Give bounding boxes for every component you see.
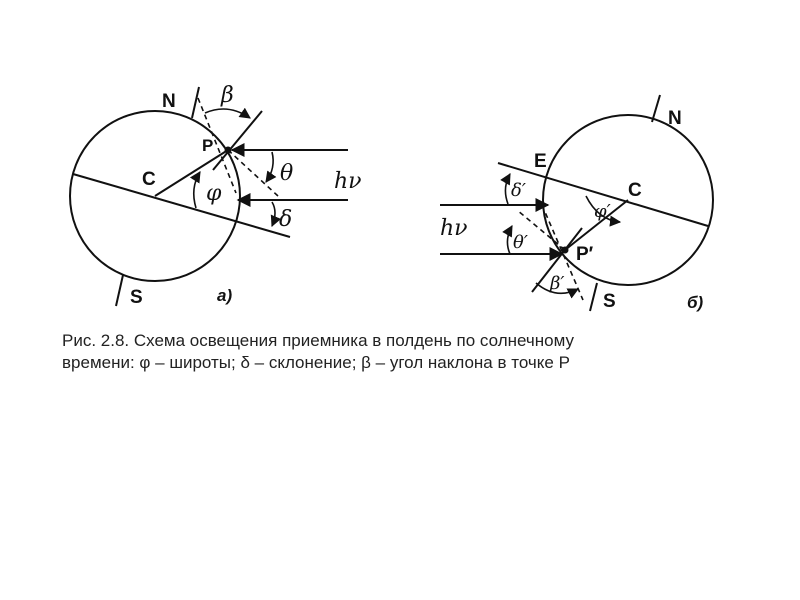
axis-tick-n-a (191, 86, 200, 119)
label-p-b: P′ (576, 244, 594, 265)
label-n-a: N (162, 91, 176, 112)
delta-arc-a (270, 201, 282, 228)
label-n-b: N (668, 108, 682, 129)
label-e-b: E (534, 151, 547, 172)
figure-caption: Рис. 2.8. Схема освещения приемника в по… (62, 330, 762, 374)
beta-arc-a (204, 107, 251, 119)
dashed-normal-b (516, 209, 566, 251)
label-delta-a: δ (279, 207, 292, 232)
label-delta-b: δ′ (511, 180, 526, 201)
panel-label-a: а) (217, 286, 232, 305)
axis-tick-s-b (589, 282, 598, 312)
label-phi-b: φ′ (594, 201, 611, 222)
diagram-b (440, 94, 714, 312)
label-beta-a: β (220, 83, 234, 108)
receiver-plane-a (212, 110, 263, 171)
label-beta-b: β′ (549, 273, 565, 294)
label-theta-b: θ′ (513, 232, 528, 253)
theta-arc-a (265, 151, 277, 183)
phi-arc-b (585, 195, 622, 227)
caption-line-2: времени: φ – широты; δ – склонение; β – … (62, 353, 570, 372)
label-c-a: C (142, 169, 156, 190)
panel-label-b: б) (687, 293, 704, 312)
label-p-a: P (202, 136, 213, 155)
beta-arc-b (535, 282, 580, 299)
diagram-a (69, 86, 348, 307)
equator-line-b (497, 162, 709, 227)
label-hv-b: hν (440, 216, 468, 241)
label-c-b: C (628, 180, 642, 201)
theta-arc-b (502, 225, 513, 255)
axis-tick-s-a (115, 274, 124, 307)
equator-line-a (72, 173, 291, 238)
radius-cp-b (564, 199, 629, 251)
label-hv-a: hν (334, 169, 362, 194)
axis-tick-n-b (651, 94, 661, 123)
label-theta-a: θ (280, 161, 293, 186)
point-p-dot-b (561, 246, 569, 254)
point-p-dot-a (224, 146, 232, 154)
label-s-a: S (130, 287, 143, 308)
caption-line-1: Рис. 2.8. Схема освещения приемника в по… (62, 331, 574, 350)
delta-arc-b (500, 173, 511, 205)
dashed-normal-a (227, 149, 279, 197)
label-s-b: S (603, 291, 616, 312)
dashed-tangent-a (197, 97, 237, 194)
label-phi-a: φ (206, 181, 222, 206)
phi-arc-a (189, 171, 201, 209)
